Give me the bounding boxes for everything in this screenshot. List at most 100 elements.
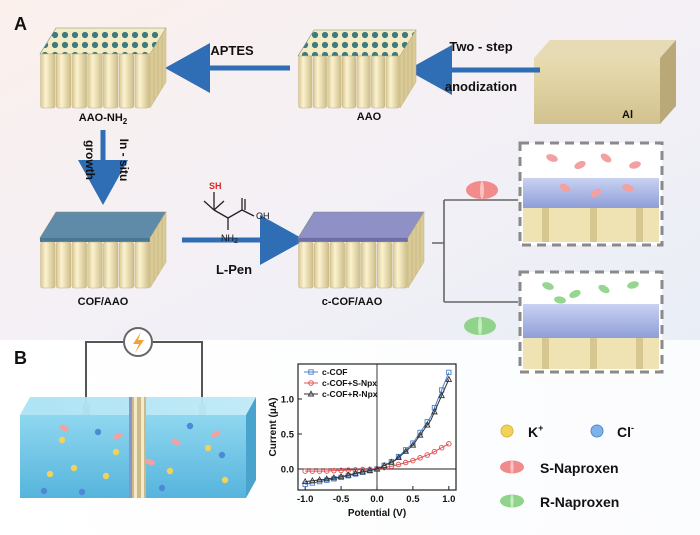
data-point	[338, 467, 344, 474]
node-aao-nh2-label: AAO-NH2	[79, 112, 128, 126]
series-c-cof-s-npx: c-COF+S-Npx	[302, 378, 452, 474]
ion-particles	[40, 422, 229, 496]
aao-nh2-block	[39, 27, 167, 109]
x-tick-label: -0.5	[333, 494, 350, 505]
pore-tube	[298, 55, 313, 109]
x-tick-label: -1.0	[297, 494, 313, 505]
s-naproxen-swatch	[500, 460, 524, 474]
step-anodization-line2: anodization	[445, 79, 517, 94]
data-point	[323, 468, 330, 474]
data-point	[309, 468, 316, 474]
data-point	[438, 391, 445, 399]
l-penicillamine-structure	[203, 192, 255, 230]
pore-tube	[371, 55, 386, 109]
data-point	[410, 457, 416, 464]
al-block	[534, 40, 676, 124]
data-point	[438, 444, 445, 451]
y-tick-label: 0.0	[281, 465, 294, 476]
data-point	[331, 467, 337, 474]
step-growth-line2: growth	[83, 140, 97, 180]
data-point	[417, 455, 423, 461]
series-line	[305, 379, 450, 483]
pore-tube	[40, 241, 56, 289]
panel-b-label: B	[14, 348, 27, 368]
pore-tube	[103, 241, 119, 289]
molecule-sh-label: SH	[209, 181, 222, 191]
pore-tube	[376, 241, 392, 289]
pore-tube	[392, 241, 408, 289]
molecule-oh-label: OH	[256, 211, 270, 221]
data-point	[302, 468, 308, 474]
circuit-wire	[85, 341, 203, 404]
pore-tube	[134, 241, 150, 289]
data-point	[352, 467, 359, 473]
pore-tube	[134, 53, 150, 109]
molecule-nh2-label: NH2	[221, 233, 238, 245]
split-bracket	[432, 199, 518, 303]
legend-s-naproxen: S-Naproxen	[540, 460, 619, 476]
data-point	[424, 452, 431, 458]
membrane-divider	[129, 397, 146, 498]
data-point	[388, 458, 395, 465]
s-naproxen-capsule-a	[466, 181, 498, 199]
data-point	[344, 471, 352, 478]
pore-tube	[56, 241, 72, 289]
pore-tube	[87, 241, 103, 289]
data-point	[395, 461, 402, 468]
legend-cl-label: Cl-	[617, 423, 634, 440]
membrane-box-r	[518, 270, 664, 374]
data-point	[402, 459, 409, 466]
data-point	[402, 447, 410, 454]
node-al-label: Al	[622, 109, 633, 121]
data-point	[316, 476, 323, 483]
data-point	[309, 477, 316, 484]
data-point	[431, 408, 438, 415]
pore-tube	[385, 55, 400, 109]
pore-tube	[56, 53, 72, 109]
data-point	[330, 474, 338, 481]
node-cof-aao-label: COF/AAO	[78, 296, 129, 308]
y-tick-label: 0.5	[281, 430, 295, 441]
pore-tube	[312, 55, 327, 109]
legend-k-label: K+	[528, 423, 543, 440]
data-point	[423, 421, 431, 428]
pore-tube	[71, 241, 87, 289]
cl-ion-swatch	[590, 424, 604, 438]
legend-series-label: c-COF+S-Npx	[322, 378, 377, 388]
data-point	[446, 369, 452, 376]
aao-block	[297, 29, 417, 109]
cof-aao-block	[39, 211, 167, 289]
legend-marker	[307, 390, 315, 397]
pore-tube	[345, 241, 361, 289]
x-tick-label: 0.0	[370, 494, 383, 505]
step-anodization-line1: Two - step	[449, 39, 512, 54]
data-point	[302, 481, 308, 488]
pore-tube	[314, 241, 330, 289]
y-axis-title: Current (μA)	[268, 398, 279, 457]
pore-tube	[71, 53, 87, 109]
node-c-cof-aao-label: c-COF/AAO	[322, 296, 383, 308]
legend-r-naproxen: R-Naproxen	[540, 494, 619, 510]
panel-b-legend: K+ Cl- S-Naproxen R-Naproxen	[500, 423, 634, 510]
pore-tube	[118, 241, 134, 289]
data-point	[301, 477, 309, 485]
data-point	[323, 475, 331, 482]
node-aao-label: AAO	[357, 111, 382, 123]
pore-tube	[356, 55, 371, 109]
step-growth-line1: In - situ	[117, 139, 131, 182]
pore-tube	[87, 53, 103, 109]
legend-series-label: c-COF	[322, 367, 348, 377]
panel-a-label: A	[14, 14, 27, 34]
data-point	[445, 375, 453, 382]
data-point	[366, 466, 374, 473]
x-axis-title: Potential (V)	[348, 508, 406, 519]
data-point	[395, 453, 402, 460]
pore-tube	[40, 53, 56, 109]
pore-tube	[327, 55, 342, 109]
legend-marker	[308, 369, 314, 375]
legend-marker	[308, 380, 314, 386]
data-point	[316, 468, 323, 474]
series-c-cof-r-npx: c-COF+R-Npx	[301, 375, 453, 485]
power-source-icon	[123, 327, 153, 357]
